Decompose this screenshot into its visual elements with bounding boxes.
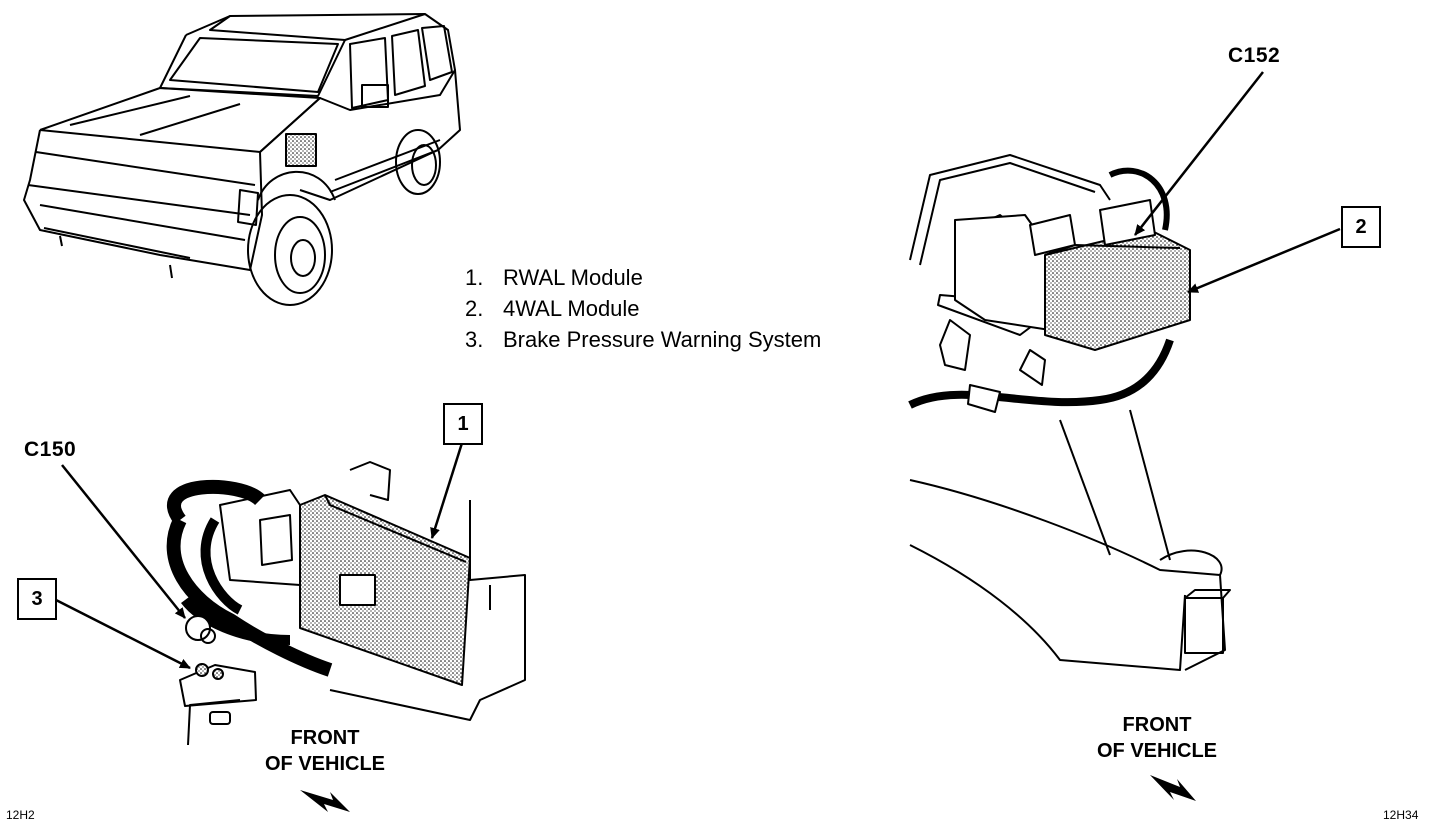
front-line-2: OF VEHICLE xyxy=(264,753,385,775)
box1-leader xyxy=(430,442,464,539)
legend-item: 2. 4WAL Module xyxy=(465,293,821,324)
front-arrow-right-icon xyxy=(1150,775,1196,801)
vehicle-illustration xyxy=(23,13,461,306)
legend-number: 2. xyxy=(465,296,484,321)
front-arrow-left-icon xyxy=(300,790,350,812)
left-leader-lines xyxy=(55,442,464,670)
front-line-1: FRONT xyxy=(1122,714,1192,736)
callout-box-3: 3 xyxy=(17,578,57,620)
front-of-vehicle-right-label: FRONT OF VEHICLE xyxy=(1082,712,1232,764)
4wal-module-detail xyxy=(908,154,1231,671)
c152-leader xyxy=(1134,71,1264,236)
box3-leader xyxy=(55,598,191,670)
c150-leader xyxy=(61,464,186,619)
front-of-vehicle-left-label: FRONT OF VEHICLE xyxy=(250,725,400,777)
callout-box-2: 2 xyxy=(1341,206,1381,248)
rwal-module-detail xyxy=(166,461,526,746)
legend-item: 1. RWAL Module xyxy=(465,262,821,293)
legend-text: 4WAL Module xyxy=(503,296,640,321)
right-leader-lines xyxy=(1134,71,1341,294)
figure-code-right: 12H34 xyxy=(1383,808,1419,822)
connector-c150-label: C150 xyxy=(24,438,77,461)
connector-c152-label: C152 xyxy=(1228,44,1281,67)
component-legend: 1. RWAL Module 2. 4WAL Module 3. Brake Pres… xyxy=(465,262,821,355)
legend-number: 3. xyxy=(465,327,484,352)
legend-item: 3. Brake Pressure Warning System xyxy=(465,324,821,355)
callout-box-1: 1 xyxy=(443,403,483,445)
box2-leader xyxy=(1187,227,1341,294)
front-line-1: FRONT xyxy=(290,727,360,749)
legend-number: 1. xyxy=(465,265,484,290)
legend-text: Brake Pressure Warning System xyxy=(503,327,822,352)
front-line-2: OF VEHICLE xyxy=(1096,740,1217,762)
legend-text: RWAL Module xyxy=(503,265,643,290)
figure-code-left: 12H2 xyxy=(6,808,35,822)
